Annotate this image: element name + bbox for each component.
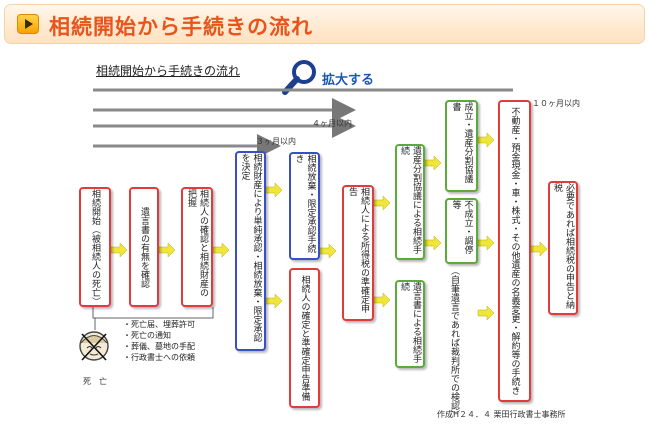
list-item: ・死亡届、埋葬許可 [123,320,195,329]
death-task-list: ・死亡届、埋葬許可 ・死亡の通知 ・葬儀、墓地の手配 ・行政書士への依頼 [123,319,195,363]
list-item: ・死亡の通知 [123,331,171,340]
deceased-figure-icon [79,331,109,361]
arrow-3 [212,242,230,258]
box-prepare-tax-return: 相続人の確定と準確定申告準備 [289,268,320,408]
arrow-7 [373,195,391,211]
arrow-6 [319,243,337,259]
death-label: 死 亡 [83,377,107,386]
box-will-procedure: 遺言書による相続手続 [395,280,425,368]
flow-arrows [110,132,548,321]
arrow-12 [477,235,495,251]
zoom-link[interactable]: 拡大する [322,73,375,88]
box-inheritance-start: 相続開始（被相続人の死亡） [79,187,111,307]
diagram-subtitle: 相続開始から手続きの流れ [96,64,241,78]
box-quasi-final-return: 相続人による所得税の準確定申告 [342,185,374,321]
box-division-agreement: 遺産分割協議による相続手続 [395,144,425,260]
arrow-9 [424,155,442,171]
box-inheritance-tax: 必要であれば相続税の申告と納税 [548,181,578,315]
arrow-13 [477,305,495,321]
note-court-probate: （自筆遺言であれば裁判所での検認） [449,266,459,419]
box-decide-acceptance: 相続財産により単純承認・相続放棄・限定承認を決定 [235,151,266,351]
box-title-transfer: 不動産・預金現金・車・株式・その他遺産の名義変更・解約等の手続き [498,100,531,402]
box-confirm-heirs: 相続人の確認と相続財産の把握 [181,187,213,307]
box-renunciation-procedure: 相続放棄・限定承認手続き [289,152,320,260]
list-item: ・行政書士への依頼 [123,353,195,362]
bracket-line [92,307,214,319]
arrow-5 [265,293,283,309]
play-icon [17,14,39,34]
arrow-10 [424,235,442,251]
arrow-4 [265,182,283,198]
footer-credit: 作成H２４．４ 栗田行政書士事務所 [437,410,566,419]
arrow-11 [477,132,495,148]
arrow-8 [373,292,391,308]
box-check-will: 遺言書の有無を確認 [129,187,159,307]
list-item: ・葬儀、墓地の手配 [123,342,195,351]
duration-10-months: １０ヶ月以内 [532,99,580,108]
arrow-1 [110,242,128,258]
page-title: 相続開始から手続きの流れ [49,15,313,39]
arrow-14 [530,241,548,257]
box-agreement-reached: 成立・遺産分割協議書 [445,100,478,192]
title-bar: 相続開始から手続きの流れ [4,4,645,44]
arrow-2 [158,242,176,258]
box-not-reached: 不成立・調停等 [445,198,478,264]
duration-3-months: ３ヶ月以内 [256,137,296,146]
duration-4-months: ４ヶ月以内 [312,119,352,128]
